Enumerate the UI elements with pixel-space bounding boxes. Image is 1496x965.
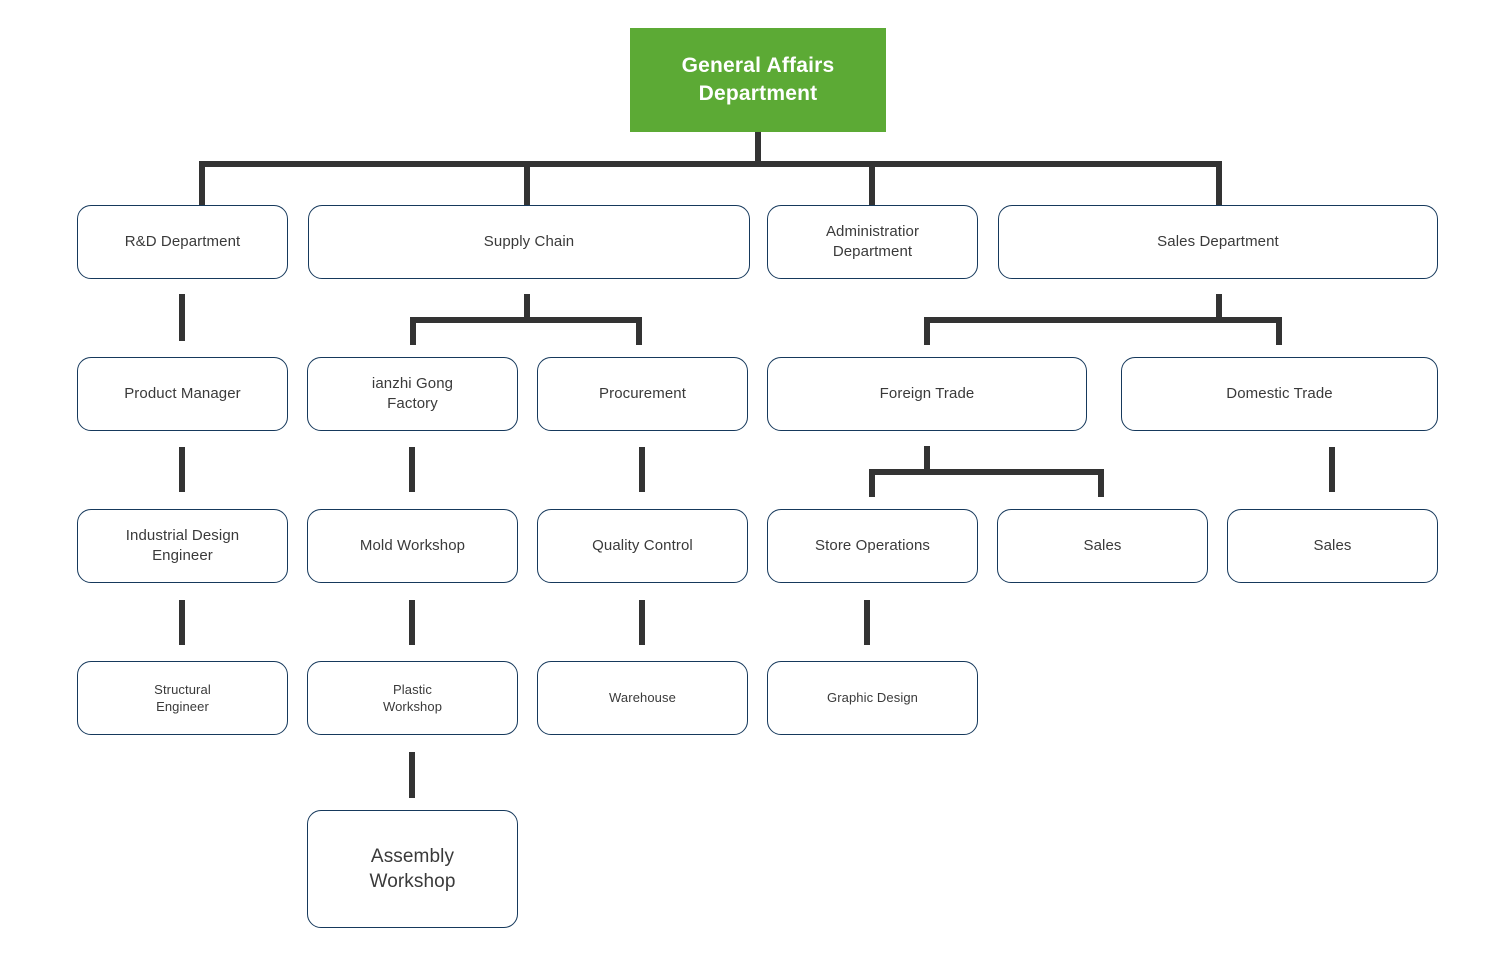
node-plastic-workshop[interactable]: Plastic Workshop (307, 661, 518, 735)
connector-quality-control-to-warehouse (639, 600, 645, 645)
node-warehouse[interactable]: Warehouse (537, 661, 748, 735)
node-sales-foreign[interactable]: Sales (997, 509, 1208, 583)
node-administration-department[interactable]: Administratior Department (767, 205, 978, 279)
connector-supply-chain-bus (410, 317, 642, 323)
node-domestic-trade[interactable]: Domestic Trade (1121, 357, 1438, 431)
connector-drop-administration (869, 161, 875, 206)
connector-plastic-workshop-to-assembly-workshop (409, 752, 415, 798)
connector-foreign-trade-bus (869, 469, 1104, 475)
connector-sales-department-bus (924, 317, 1282, 323)
connector-drop-store-operations (869, 469, 875, 497)
connector-product-manager-to-industrial-design (179, 447, 185, 492)
connector-sales-department-stem (1216, 294, 1222, 320)
connector-supply-chain-stem (524, 294, 530, 320)
connector-drop-procurement (636, 317, 642, 345)
node-procurement[interactable]: Procurement (537, 357, 748, 431)
node-product-manager[interactable]: Product Manager (77, 357, 288, 431)
connector-drop-jianzhi-factory (410, 317, 416, 345)
connector-store-operations-to-graphic-design (864, 600, 870, 645)
connector-domestic-trade-to-sales-b (1329, 447, 1335, 492)
node-sales-department[interactable]: Sales Department (998, 205, 1438, 279)
node-assembly-workshop[interactable]: Assembly Workshop (307, 810, 518, 928)
node-graphic-design[interactable]: Graphic Design (767, 661, 978, 735)
connector-drop-sales-a (1098, 469, 1104, 497)
connector-drop-sales-department (1216, 161, 1222, 206)
connector-drop-foreign-trade (924, 317, 930, 345)
connector-industrial-design-to-structural-engineer (179, 600, 185, 645)
connector-drop-rnd (199, 161, 205, 206)
connector-level1-bus (199, 161, 1222, 167)
connector-root-stem (755, 132, 761, 165)
node-store-operations[interactable]: Store Operations (767, 509, 978, 583)
node-general-affairs-department[interactable]: General Affairs Department (630, 28, 886, 132)
node-quality-control[interactable]: Quality Control (537, 509, 748, 583)
node-sales-domestic[interactable]: Sales (1227, 509, 1438, 583)
connector-foreign-trade-stem (924, 446, 930, 472)
connector-drop-supply-chain (524, 161, 530, 206)
node-structural-engineer[interactable]: Structural Engineer (77, 661, 288, 735)
connector-drop-domestic-trade (1276, 317, 1282, 345)
node-industrial-design-engineer[interactable]: Industrial Design Engineer (77, 509, 288, 583)
node-supply-chain[interactable]: Supply Chain (308, 205, 750, 279)
node-mold-workshop[interactable]: Mold Workshop (307, 509, 518, 583)
node-foreign-trade[interactable]: Foreign Trade (767, 357, 1087, 431)
connector-rnd-to-product-manager (179, 294, 185, 341)
connector-jianzhi-factory-to-mold-workshop (409, 447, 415, 492)
node-jianzhi-gong-factory[interactable]: ianzhi Gong Factory (307, 357, 518, 431)
node-rnd-department[interactable]: R&D Department (77, 205, 288, 279)
connector-mold-workshop-to-plastic-workshop (409, 600, 415, 645)
connector-procurement-to-quality-control (639, 447, 645, 492)
